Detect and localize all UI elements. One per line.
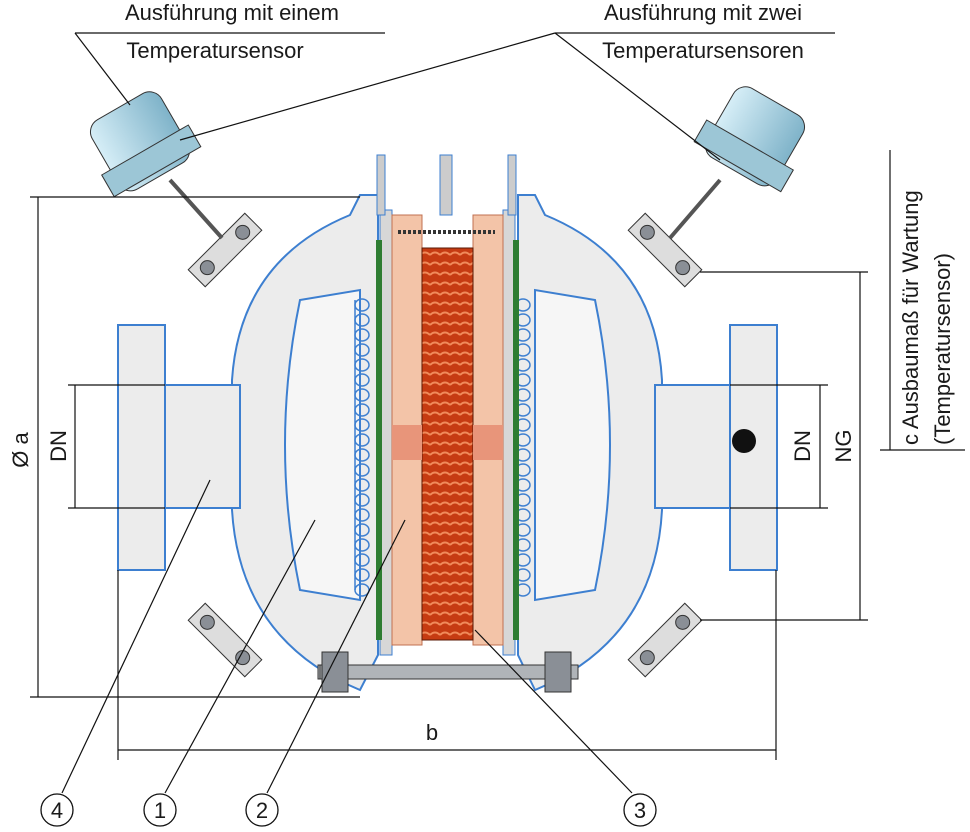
right-pipe-flange xyxy=(654,324,778,571)
sensor-flange-bottom-left xyxy=(187,602,263,678)
spring-coil xyxy=(354,538,370,552)
svg-text:1: 1 xyxy=(154,798,166,823)
svg-text:2: 2 xyxy=(256,798,268,823)
sensor-flange-top-left xyxy=(187,212,263,288)
double-sensor-label-line2: Temperatursensoren xyxy=(602,38,804,63)
spring-coil xyxy=(354,478,370,492)
plug-icon xyxy=(732,429,756,453)
diameter-a-label: Ø a xyxy=(8,432,33,468)
spring-coil xyxy=(354,463,370,477)
dn-left-label: DN xyxy=(46,430,71,462)
housing xyxy=(231,194,663,692)
callout-2: 2 xyxy=(245,793,279,827)
double-sensor-label-line1: Ausführung mit zwei xyxy=(604,0,802,25)
callout-1: 1 xyxy=(143,793,177,827)
spring-coil xyxy=(354,568,370,582)
dn-right-label: DN xyxy=(790,430,815,462)
spring-coil xyxy=(354,298,370,312)
callout-4: 4 xyxy=(40,793,74,827)
sensor-flange-bottom-right xyxy=(627,602,703,678)
spring-coil xyxy=(354,358,370,372)
spring-coil xyxy=(354,313,370,327)
dimension-lines xyxy=(30,150,965,760)
temperature-sensor-right xyxy=(668,86,806,240)
single-sensor-label-line1: Ausführung mit einem xyxy=(125,0,339,25)
maintenance-dim-label-line2: (Temperatursensor) xyxy=(930,253,955,445)
ng-label: NG xyxy=(831,430,856,463)
spring-coil xyxy=(354,523,370,537)
spring-coil xyxy=(354,553,370,567)
spring-coil xyxy=(354,403,370,417)
maintenance-dim-label-line1: c Ausbaumaß für Wartung xyxy=(898,190,923,445)
spring-coil xyxy=(354,508,370,522)
flame-arrester-element xyxy=(376,154,519,656)
leader-lines xyxy=(74,32,835,161)
spring-coil xyxy=(354,433,370,447)
tie-bolt xyxy=(317,651,579,693)
left-pipe-flange xyxy=(117,324,241,571)
spring-coil xyxy=(354,493,370,507)
spring-coil xyxy=(354,328,370,342)
spring-coil xyxy=(354,373,370,387)
callout-3: 3 xyxy=(623,793,657,827)
callout-leaders xyxy=(61,479,633,794)
svg-text:4: 4 xyxy=(51,798,63,823)
single-sensor-label-line2: Temperatursensor xyxy=(126,38,303,63)
spring-coil xyxy=(354,343,370,357)
spring-coil xyxy=(354,448,370,462)
svg-text:3: 3 xyxy=(634,798,646,823)
spring-coil xyxy=(354,388,370,402)
b-label: b xyxy=(426,720,438,745)
sensor-flange-top-right xyxy=(627,212,703,288)
spring-coil xyxy=(354,418,370,432)
temperature-sensor-left xyxy=(89,91,224,240)
